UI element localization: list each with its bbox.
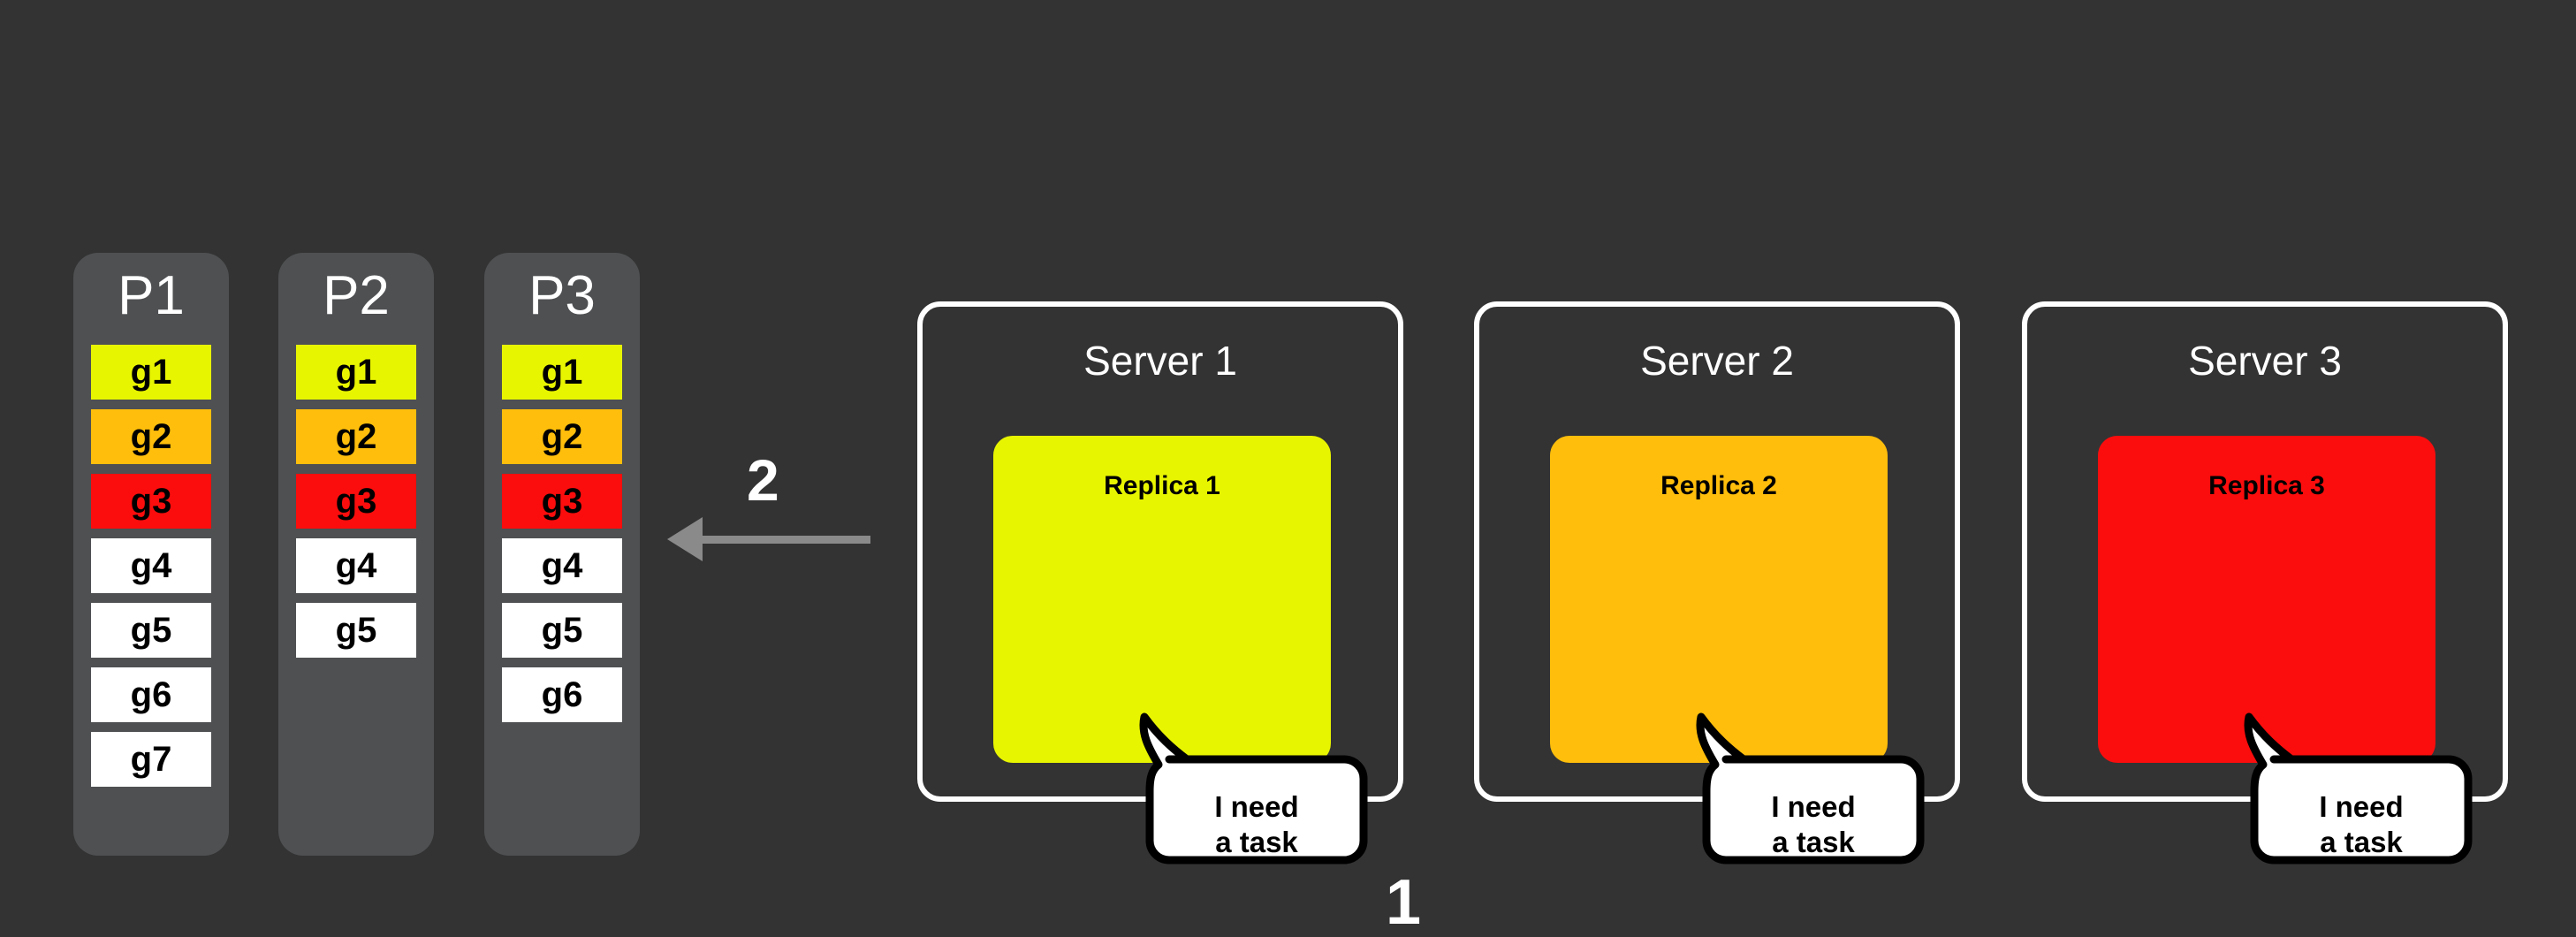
partition-cell: g1 — [296, 345, 416, 400]
partition-cell: g3 — [502, 474, 622, 529]
speech-bubble-2: I need a task — [1696, 712, 1927, 867]
speech-bubble-shape-icon — [2244, 712, 2473, 865]
speech-bubble-3: I need a task — [2244, 712, 2475, 867]
server-title: Server 2 — [1640, 338, 1794, 384]
speech-bubble-shape-icon — [1139, 712, 1368, 865]
partition-title: P1 — [118, 265, 185, 326]
partition-cell: g5 — [91, 603, 211, 658]
replica-label: Replica 1 — [1104, 471, 1220, 500]
partition-cell: g3 — [296, 474, 416, 529]
partition-cell: g1 — [502, 345, 622, 400]
step-number-1: 1 — [1386, 867, 1422, 937]
partition-cell: g4 — [91, 538, 211, 593]
partition-cell-stack: g1 g2 g3 g4 g5 — [296, 345, 416, 667]
partition-column-p1: P1 g1 g2 g3 g4 g5 g6 g7 — [73, 253, 229, 856]
speech-bubble-text: I need a task — [1771, 790, 1856, 859]
replica-box-3: Replica 3 — [2098, 436, 2435, 763]
partition-cell: g4 — [502, 538, 622, 593]
partition-cell: g1 — [91, 345, 211, 400]
partition-column-p2: P2 g1 g2 g3 g4 g5 — [278, 253, 434, 856]
partition-cell: g6 — [91, 667, 211, 722]
partition-cell: g5 — [502, 603, 622, 658]
replica-label: Replica 2 — [1660, 471, 1777, 500]
partition-cell-stack: g1 g2 g3 g4 g5 g6 g7 — [91, 345, 211, 796]
speech-bubble-shape-icon — [1696, 712, 1925, 865]
partition-cell: g2 — [502, 409, 622, 464]
partition-column-p3: P3 g1 g2 g3 g4 g5 g6 — [484, 253, 640, 856]
speech-bubble-text: I need a task — [2319, 790, 2404, 859]
partition-cell: g6 — [502, 667, 622, 722]
partition-cell: g7 — [91, 732, 211, 787]
step-number-2: 2 — [747, 447, 779, 513]
partition-cell: g5 — [296, 603, 416, 658]
assign-task-arrow — [667, 517, 870, 561]
partition-title: P2 — [323, 265, 390, 326]
partition-cell-stack: g1 g2 g3 g4 g5 g6 — [502, 345, 622, 732]
replica-label: Replica 3 — [2208, 471, 2325, 500]
arrow-shaft — [703, 535, 870, 544]
arrow-head-icon — [667, 517, 703, 561]
speech-bubble-text: I need a task — [1214, 790, 1299, 859]
partition-cell: g3 — [91, 474, 211, 529]
partition-title: P3 — [528, 265, 596, 326]
server-title: Server 1 — [1083, 338, 1237, 384]
replica-box-2: Replica 2 — [1550, 436, 1888, 763]
replica-box-1: Replica 1 — [993, 436, 1331, 763]
partition-cell: g4 — [296, 538, 416, 593]
speech-bubble-1: I need a task — [1139, 712, 1371, 867]
partition-cell: g2 — [91, 409, 211, 464]
partition-cell: g2 — [296, 409, 416, 464]
server-title: Server 3 — [2188, 338, 2342, 384]
